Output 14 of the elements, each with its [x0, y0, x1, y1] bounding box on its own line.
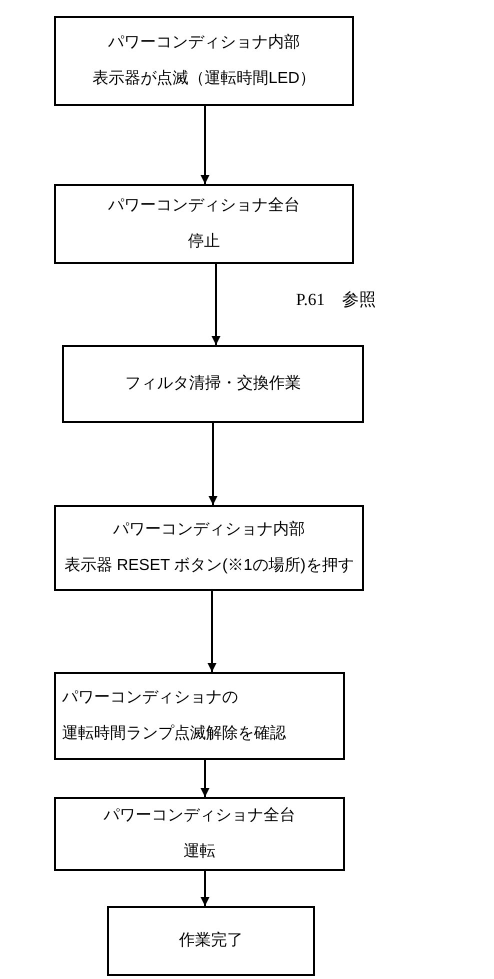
arrow: [208, 423, 218, 505]
arrow: [200, 871, 210, 906]
page-reference: P.61 参照: [296, 289, 376, 311]
process-box: フィルタ清掃・交換作業: [62, 345, 364, 423]
process-box: パワーコンディショナ内部 表示器 RESET ボタン(※1の場所)を押す: [54, 505, 364, 591]
arrow: [208, 591, 216, 672]
arrow: [200, 106, 210, 184]
arrow: [212, 264, 220, 345]
process-box: パワーコンディショナ全台 運転: [54, 797, 345, 871]
arrow: [200, 760, 210, 797]
process-box: 作業完了: [107, 906, 315, 976]
process-box: パワーコンディショナ全台 停止: [54, 184, 354, 264]
process-box: パワーコンディショナの 運転時間ランプ点滅解除を確認: [54, 672, 345, 760]
process-box: パワーコンディショナ内部 表示器が点滅（運転時間LED）: [54, 16, 354, 106]
